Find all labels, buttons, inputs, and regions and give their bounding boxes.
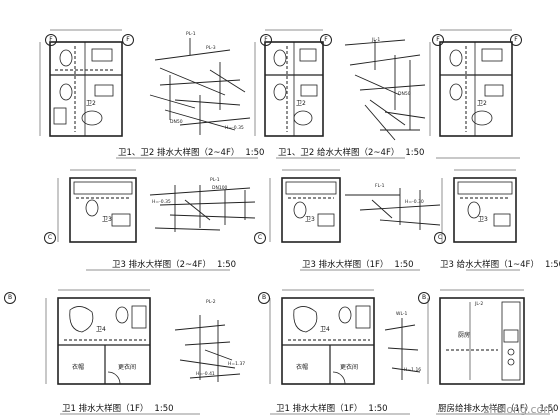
pipe-label: WL-1 [396,312,408,317]
room-label: 卫4 [320,326,330,333]
room-label: 厨房 [458,332,471,339]
axis-marker: F [510,34,522,46]
caption-scale: 1:50 [405,148,425,158]
iso-r3-b [384,318,421,380]
pipe-label: H=-0.30 [405,200,424,205]
caption-r1-a: 卫1、卫2 排水大样图（2~4F） 1:50 [118,146,264,158]
iso-r1-a [149,38,251,135]
iso-r2-b [345,188,441,230]
room-label: 卫3 [478,216,488,223]
caption-r2-c: 卫3 给水大样图（1~4F） 1:50 [440,258,560,270]
pipe-label: DN50 [398,92,411,97]
caption-text: 卫1、卫2 排水大样图（2~4F） [118,148,240,158]
axis-marker: B [258,292,270,304]
axis-marker: F [432,34,444,46]
room-label: 更衣间 [340,364,359,371]
axis-marker: F [122,34,134,46]
caption-text: 卫1、卫2 给水大样图（2~4F） [278,148,400,158]
plan-r1-c [429,29,513,137]
caption-r3-b: 卫1 排水大样图（1F） 1:50 [276,402,388,414]
room-label: 更衣间 [118,364,137,371]
caption-r2-a: 卫3 排水大样图（2~4F） 1:50 [112,258,236,270]
caption-scale: 1:50 [544,260,560,270]
room-label: 卫3 [305,216,315,223]
axis-marker: C [434,232,446,244]
room-label: 卫2 [86,100,96,107]
caption-scale: 1:50 [245,148,265,158]
caption-text: 卫3 排水大样图（1F） [302,260,389,270]
axis-marker: F [45,34,57,46]
pipe-label: PL-1 [210,178,220,183]
caption-text: 卫3 给水大样图（1~4F） [440,260,539,270]
axis-marker: F [320,34,332,46]
watermark: zhulong.com [483,403,554,416]
caption-r3-a: 卫1 排水大样图（1F） 1:50 [62,402,174,414]
pipe-label: DN100 [212,186,228,191]
room-label: 卫3 [102,216,112,223]
caption-r2-b: 卫3 排水大样图（1F） 1:50 [302,258,414,270]
pipe-label: JL-1 [372,38,381,43]
pipe-label: H=1.37 [228,362,246,367]
pipe-label: PL-3 [206,46,216,51]
plan-r2-b [269,169,341,243]
pipe-label: H=1.16 [404,368,422,373]
pipe-label: PL-1 [186,32,196,37]
axis-marker: B [418,292,430,304]
pipe-label: FL-1 [375,184,385,189]
caption-scale: 1:50 [154,404,174,414]
iso-r2-a [149,185,256,232]
caption-scale: 1:50 [368,404,388,414]
caption-r1-b: 卫1、卫2 给水大样图（2~4F） 1:50 [278,146,424,158]
plan-r3-b [269,289,375,385]
axis-marker: C [254,232,266,244]
pipe-label: H=-0.41 [196,372,215,377]
caption-text: 卫1 排水大样图（1F） [276,404,363,414]
pipe-label: DN50 [170,120,183,125]
caption-text: 厨房给排水大样图（1F） [438,404,534,414]
pipe-label: PL-2 [206,300,216,305]
pipe-label: H=-0.35 [225,126,244,131]
pipe-label: JL-2 [475,302,484,307]
plan-r3-c [427,289,525,385]
plan-r3-a [45,289,151,385]
caption-scale: 1:50 [539,404,559,414]
iso-r3-a [174,315,241,382]
axis-marker: B [4,292,16,304]
plan-r1-a [39,29,123,137]
plan-r1-b [254,29,324,137]
caption-text: 卫3 排水大样图（2~4F） [112,260,211,270]
pipe-label: H=-0.35 [152,200,171,205]
room-label: 卫4 [96,326,106,333]
room-label: 卫2 [477,100,487,107]
caption-text: 卫1 排水大样图（1F） [62,404,149,414]
room-label: 衣帽 [296,364,309,371]
axis-marker: F [260,34,272,46]
room-label: 卫2 [296,100,306,107]
plan-r2-c [441,169,517,243]
axis-marker: C [44,232,56,244]
plan-r2-a [57,169,137,243]
room-label: 衣帽 [72,364,85,371]
caption-r3-c: 厨房给排水大样图（1F） 1:50 [438,402,558,414]
caption-scale: 1:50 [394,260,414,270]
iso-r1-b [344,39,426,141]
caption-scale: 1:50 [216,260,237,270]
